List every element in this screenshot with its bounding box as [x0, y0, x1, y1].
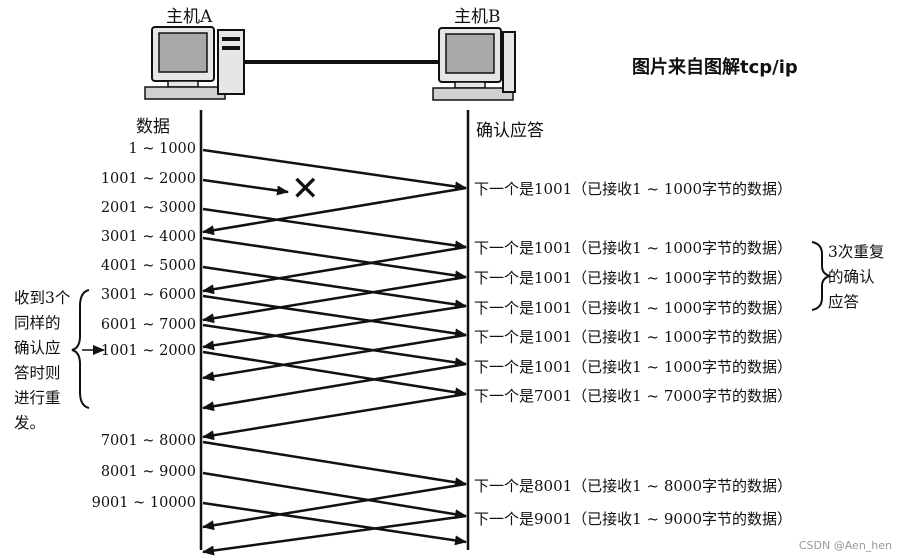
ack-arrow [202, 392, 467, 441]
segment-label: 2001 ~ 3000 [100, 200, 196, 216]
data-segment-arrow [202, 323, 467, 368]
note-line: 收到3个 [14, 289, 71, 307]
data-segment-arrow [202, 501, 467, 546]
ack-arrow [202, 275, 467, 324]
data-segment-arrow [202, 265, 467, 310]
ack-label: 下一个是9001（已接收1 ~ 9000字节的数据） [474, 510, 792, 528]
note-line: 发。 [14, 414, 46, 432]
data-segment-arrow [202, 148, 467, 192]
segment-label: 1 ~ 1000 [128, 141, 197, 157]
ack-arrow [202, 362, 467, 412]
ack-arrow [202, 304, 467, 351]
segment-label: 3001 ~ 4000 [100, 229, 196, 245]
retransmit-note: 收到3个同样的确认应答时则进行重发。 [14, 286, 70, 436]
ack-label: 下一个是8001（已接收1 ~ 8000字节的数据） [474, 477, 792, 495]
ack-column-header: 确认应答 [476, 121, 544, 141]
ack-label: 下一个是1001（已接收1 ~ 1000字节的数据） [474, 180, 792, 198]
ack-label: 下一个是7001（已接收1 ~ 7000字节的数据） [474, 387, 792, 405]
note-line: 确认应 [14, 339, 61, 357]
note-line: 进行重 [14, 389, 61, 407]
lost-segment-arrow [202, 178, 289, 196]
note-line: 答时则 [14, 364, 61, 382]
source-note: 图片来自图解tcp/ip [632, 57, 798, 78]
data-segment-arrow [202, 471, 467, 520]
ack-arrow [202, 186, 467, 236]
note-line: 3次重复 [828, 243, 885, 261]
host-b-label: 主机B [454, 7, 501, 27]
retransmit-brace [71, 289, 90, 409]
ack-label: 下一个是1001（已接收1 ~ 1000字节的数据） [474, 269, 792, 287]
ack-arrow [202, 245, 467, 295]
data-segment-arrow [202, 440, 467, 488]
ack-arrow [202, 333, 467, 382]
data-column-header: 数据 [136, 117, 170, 137]
host-a-label: 主机A [166, 7, 213, 27]
ack-label: 下一个是1001（已接收1 ~ 1000字节的数据） [474, 358, 792, 376]
segment-label: 1001 ~ 2000 [100, 343, 196, 359]
retransmit-segment-arrow [202, 350, 467, 398]
ack-label: 下一个是1001（已接收1 ~ 1000字节的数据） [474, 328, 792, 346]
note-line: 应答 [828, 293, 860, 311]
duplicate-ack-note: 3次重复的确认应答 [828, 240, 884, 315]
segment-label: 6001 ~ 7000 [100, 317, 196, 333]
data-segment-arrow [202, 207, 467, 251]
watermark: CSDN @Aen_hen [798, 539, 892, 552]
note-line: 的确认 [828, 268, 875, 286]
ack-label: 下一个是1001（已接收1 ~ 1000字节的数据） [474, 299, 792, 317]
segment-label: 4001 ~ 5000 [100, 258, 196, 274]
ack-label: 下一个是1001（已接收1 ~ 1000字节的数据） [474, 239, 792, 257]
lost-segment-x-icon: ✕ [291, 169, 320, 209]
segment-label: 7001 ~ 8000 [100, 433, 196, 449]
note-line: 同样的 [14, 314, 61, 332]
data-segment-arrow [202, 294, 467, 339]
host-a-computer-icon [144, 26, 245, 100]
ack-arrow [202, 514, 467, 556]
duplicate-ack-brace [811, 241, 831, 311]
segment-label: 9001 ~ 10000 [91, 495, 196, 511]
segment-label: 8001 ~ 9000 [100, 464, 196, 480]
data-segment-arrow [202, 236, 467, 281]
ack-arrow [202, 482, 467, 531]
host-b-computer-icon [432, 27, 516, 101]
segment-label: 3001 ~ 6000 [100, 287, 196, 303]
segment-label: 1001 ~ 2000 [100, 171, 196, 187]
segment-arrows [202, 148, 467, 556]
